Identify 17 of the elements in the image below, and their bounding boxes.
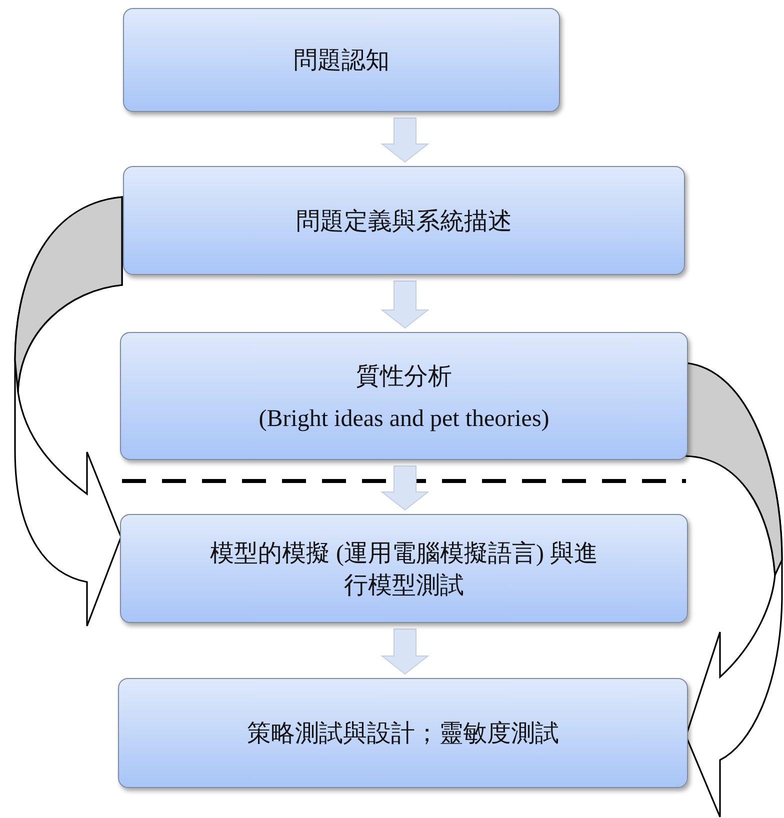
process-box <box>123 166 685 275</box>
block-arrow <box>380 466 430 511</box>
box-text: 問題定義與系統描述 <box>295 208 513 236</box>
process-box <box>118 678 688 788</box>
process-box <box>123 8 560 112</box>
process-box <box>120 332 688 460</box>
curved-block-arrow <box>685 362 783 818</box>
box-text: 模型的模擬 (運用電腦模擬語言) 與進行模型測試 <box>209 540 599 600</box>
block-arrow <box>380 280 430 329</box>
box-text: 問題認知 <box>292 47 390 76</box>
box-text: 策略測試與設計；靈敏度測試 <box>246 720 560 749</box>
box-text: 質性分析 <box>355 362 453 392</box>
process-box <box>120 514 688 623</box>
curved-block-arrow <box>14 196 123 627</box>
block-arrow <box>380 628 430 675</box>
box-text: (Bright ideas and pet theories) <box>258 406 550 432</box>
block-arrow <box>380 118 430 163</box>
